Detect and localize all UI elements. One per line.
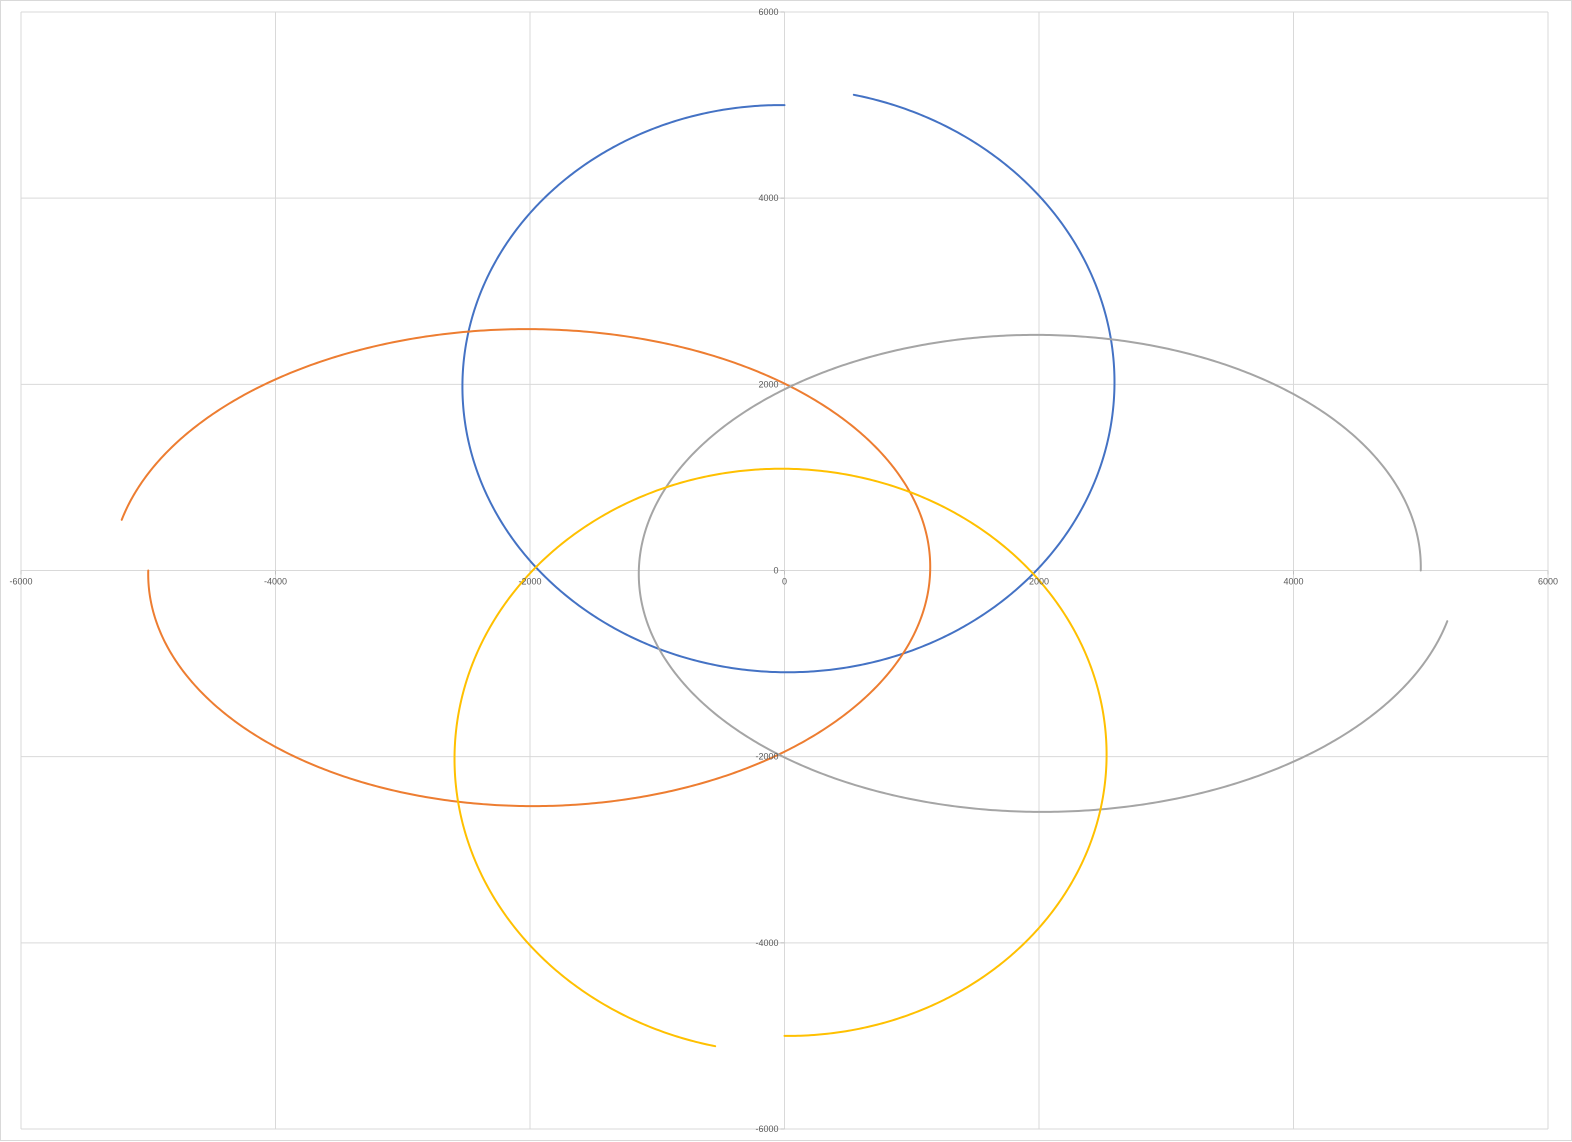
- series-1-line: [461, 93, 1116, 674]
- x-tick-label: -4000: [264, 577, 287, 587]
- x-tick-label: -6000: [9, 577, 32, 587]
- y-tick-label: 0: [773, 566, 778, 576]
- x-tick-label: 0: [782, 577, 787, 587]
- y-tick-label: -2000: [755, 752, 778, 762]
- y-tick-label: 2000: [758, 379, 778, 389]
- x-tick-label: 4000: [1283, 577, 1303, 587]
- y-tick-label: -4000: [755, 938, 778, 948]
- axis-layer: [20, 11, 1549, 1130]
- y-tick-label: -6000: [755, 1124, 778, 1134]
- series-2-line: [120, 328, 932, 808]
- y-tick-label: 4000: [758, 193, 778, 203]
- series-layer: [120, 93, 1449, 1048]
- series-3-line: [637, 333, 1449, 813]
- tick-label-layer: -6000 -4000 -2000 0 2000 4000 6000 6000 4000 2000…: [9, 7, 1558, 1134]
- x-tick-label: 6000: [1538, 577, 1558, 587]
- x-tick-label: 2000: [1029, 577, 1049, 587]
- y-tick-label: 6000: [758, 7, 778, 17]
- x-tick-label: -2000: [518, 577, 541, 587]
- series-4-line: [453, 467, 1108, 1048]
